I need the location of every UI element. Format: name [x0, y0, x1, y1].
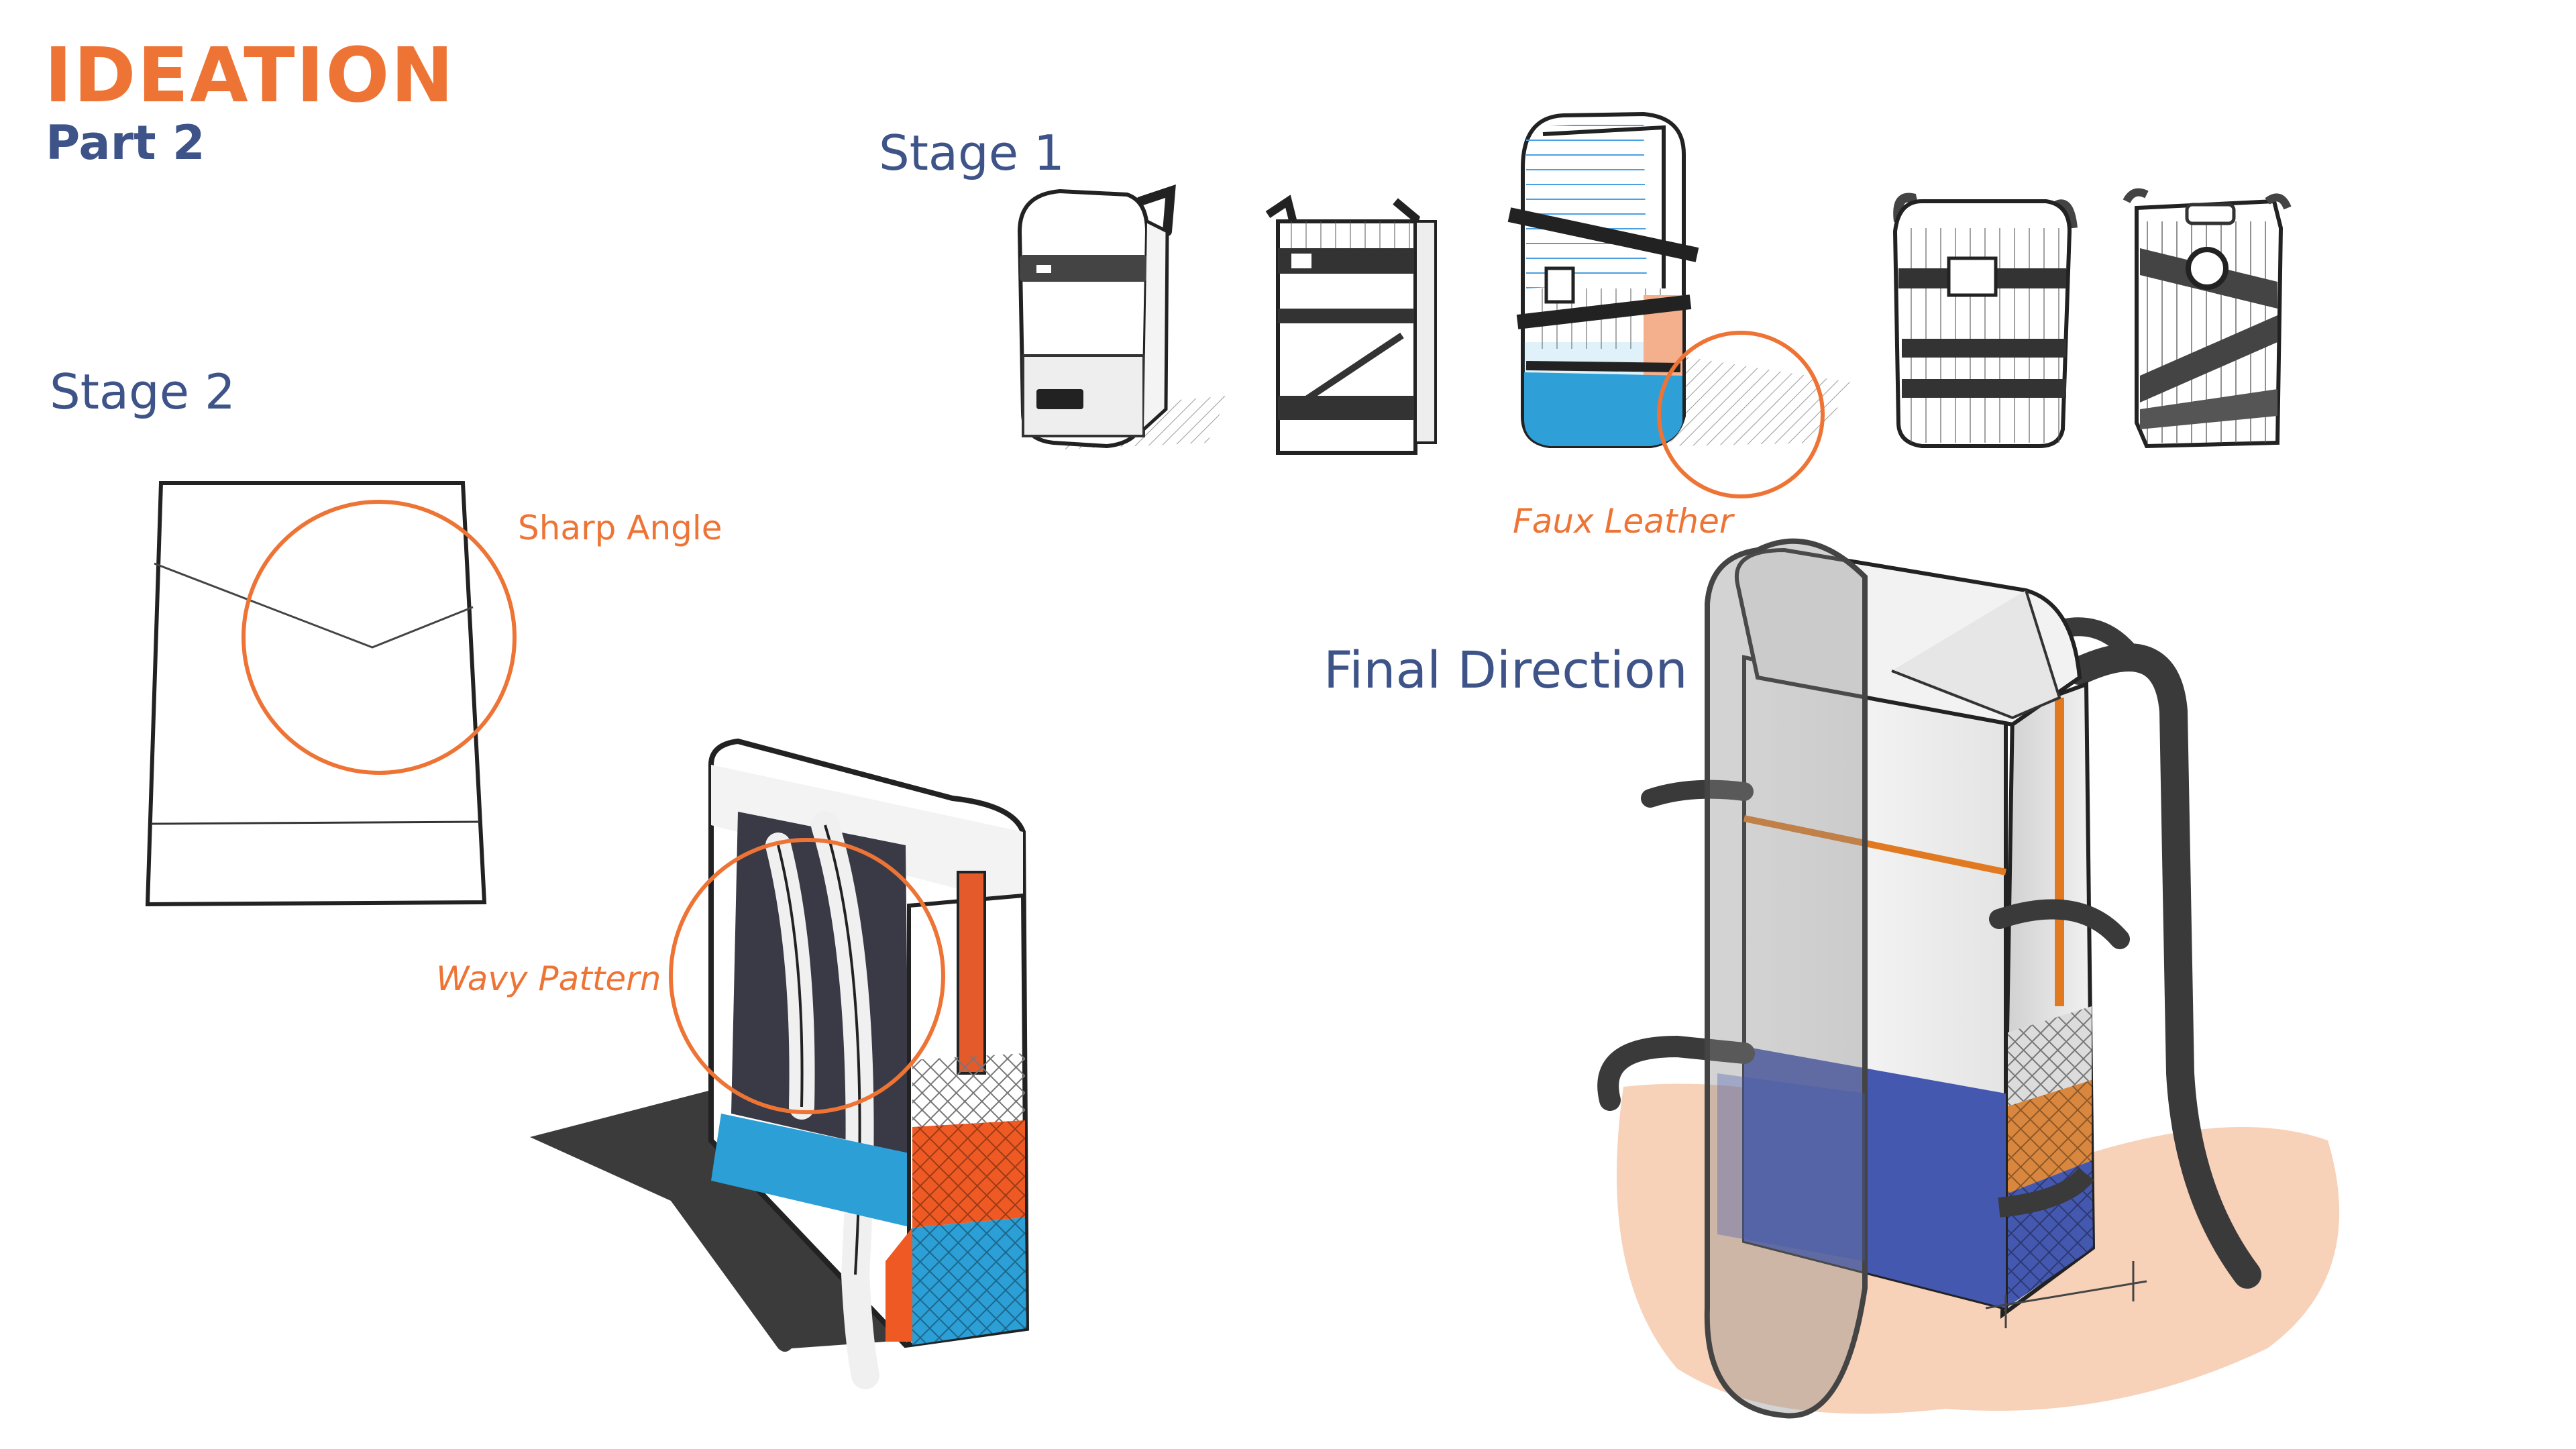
wavy-pattern-annotation: Wavy Pattern [436, 959, 661, 998]
page-title: IDEATION [44, 32, 455, 119]
final-direction-backpack [1597, 538, 2340, 1419]
final-direction-label: Final Direction [1324, 640, 1688, 700]
stage2-backpack-sketch [530, 738, 1030, 1389]
sharp-angle-annotation: Sharp Angle [518, 508, 722, 547]
stage1-sketch-1 [1017, 184, 1228, 449]
stage2-outline-sketch [145, 481, 487, 907]
wavy-pattern-circle [669, 838, 945, 1114]
stage1-sketch-3 [1507, 111, 1851, 448]
stage-2-label: Stage 2 [50, 364, 235, 420]
stage1-sketch-5 [2123, 188, 2292, 449]
faux-leather-circle [1657, 331, 1825, 498]
stage1-sketch-2 [1265, 195, 1437, 455]
faux-leather-annotation: Faux Leather [1513, 502, 1733, 541]
sharp-angle-circle [241, 500, 517, 775]
stage-1-label: Stage 1 [879, 125, 1065, 181]
stage1-sketch-4 [1892, 193, 2078, 448]
page-subtitle: Part 2 [46, 115, 205, 170]
